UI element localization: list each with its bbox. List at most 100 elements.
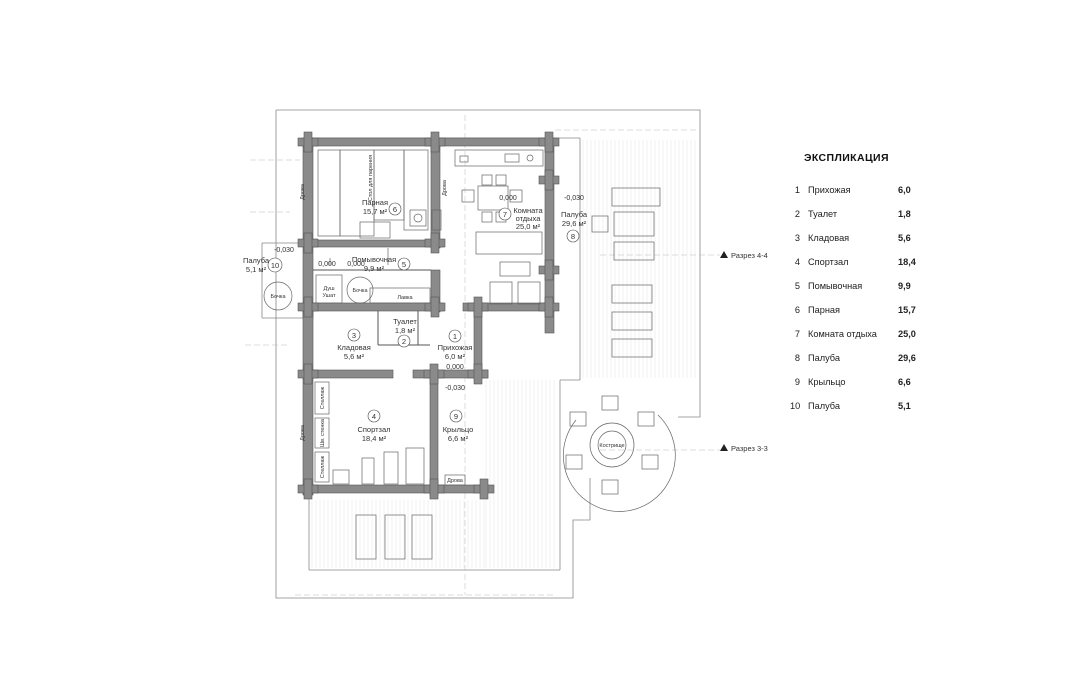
explication-area: 6,6: [898, 377, 911, 387]
komnata-num: 7: [503, 210, 507, 219]
stellazh-label-1: Стеллаж: [320, 386, 326, 409]
explication-area: 29,6: [898, 353, 916, 363]
explication-num: 8: [794, 353, 800, 363]
dush-label: Душ: [323, 286, 335, 292]
level-pomyv-a: 0,000: [318, 261, 336, 268]
deck-furniture: [591, 187, 661, 358]
deck-boards: [311, 140, 696, 568]
paluba8-num: 8: [571, 232, 575, 241]
paluba8-area: 29,6 м²: [562, 219, 587, 228]
kladovaya-num: 3: [352, 331, 356, 340]
prihozhaya-name: Прихожая: [438, 343, 473, 352]
explication-row: 5 Помывочная 9,9: [790, 274, 1020, 298]
shved-label: Шв. стенка: [320, 418, 326, 447]
explication-name: Палуба: [808, 401, 840, 411]
fixture-labels: Стол для парения Дрова Дрова Дрова Дрова…: [271, 155, 625, 484]
kladovaya-area: 5,6 м²: [344, 352, 365, 361]
tualet-num: 2: [402, 337, 406, 346]
bochka-label-2: Бочка: [353, 288, 369, 294]
explication-num: 4: [794, 257, 800, 267]
explication-row: 9 Крыльцо 6,6: [790, 370, 1020, 394]
krylco-num: 9: [454, 412, 458, 421]
section-labels: Разрез 4-4 Разрез 3-3: [731, 251, 768, 453]
explication-area: 5,1: [898, 401, 911, 411]
axis-lines: [245, 115, 720, 596]
krylco-name: Крыльцо: [443, 425, 474, 434]
komnata-name1: Комната: [513, 206, 543, 215]
drova-label-4: Дрова: [447, 478, 464, 484]
explication-area: 5,6: [898, 233, 911, 243]
explication-num: 5: [794, 281, 800, 291]
ushat-label: Ушат: [322, 293, 336, 299]
komnata-area: 25,0 м²: [516, 222, 541, 231]
razrez-3-3: Разрез 3-3: [731, 444, 768, 453]
explication-num: 6: [794, 305, 800, 315]
explication-name: Комната отдыха: [808, 329, 877, 339]
explication-name: Палуба: [808, 353, 840, 363]
explication-row: 1 Прихожая 6,0: [790, 178, 1020, 202]
room-number-circles: [267, 202, 580, 423]
stellazh-label-2: Стеллаж: [320, 455, 326, 478]
washroom-items: [263, 248, 431, 311]
explication-num: 7: [794, 329, 800, 339]
explication-num: 9: [794, 377, 800, 387]
walls: [302, 137, 555, 496]
level-komnata: 0,000: [499, 195, 517, 202]
parnaya-name: Парная: [362, 198, 388, 207]
gym-equipment: [314, 381, 466, 486]
drova-label-1: Дрова: [300, 183, 306, 200]
explication-name: Туалет: [808, 209, 838, 219]
paluba10-name: Палуба: [243, 256, 270, 265]
bochka-label-1: Бочка: [271, 294, 287, 300]
explication-area: 25,0: [898, 329, 916, 339]
explication-table: ЭКСПЛИКАЦИЯ 1 Прихожая 6,0 2 Туалет 1,8 3 Кладо…: [790, 152, 1020, 418]
kladovaya-name: Кладовая: [337, 343, 371, 352]
explication-name: Кладовая: [808, 233, 850, 243]
explication-row: 3 Кладовая 5,6: [790, 226, 1020, 250]
sauna-benches: [317, 149, 442, 239]
komnata-name2: отдыха: [516, 214, 542, 223]
explication-row: 8 Палуба 29,6: [790, 346, 1020, 370]
sportzal-num: 4: [372, 412, 376, 421]
explication-area: 6,0: [898, 185, 911, 195]
explication-title: ЭКСПЛИКАЦИЯ: [804, 152, 889, 164]
tualet-area: 1,8 м²: [395, 326, 416, 335]
explication-num: 3: [794, 233, 800, 243]
explication-name: Парная: [808, 305, 840, 315]
level-paluba10: -0,030: [274, 247, 294, 254]
explication-name: Прихожая: [808, 185, 851, 195]
krylco-area: 6,6 м²: [448, 434, 469, 443]
pomyv-area: 9,9 м²: [364, 264, 385, 273]
paluba10-area: 5,1 м²: [246, 265, 267, 274]
explication-area: 15,7: [898, 305, 916, 315]
level-prihozhaya: 0,000: [446, 364, 464, 371]
level-pomyv-b: 0,000: [347, 261, 365, 268]
explication-area: 18,4: [898, 257, 916, 267]
level-paluba8: -0,030: [564, 195, 584, 202]
room-labels: Парная 15,7 м² 6 Помывочная 9,9 м² 5 Ком…: [243, 198, 588, 443]
fire-pit: [562, 395, 676, 512]
explication-num: 1: [794, 185, 800, 195]
drova-label-3: Дрова: [300, 424, 306, 441]
explication-area: 9,9: [898, 281, 911, 291]
log-corners: [297, 131, 560, 500]
explication-num: 2: [794, 209, 800, 219]
tualet-name: Туалет: [393, 317, 417, 326]
razrez-4-4: Разрез 4-4: [731, 251, 768, 260]
parnaya-num: 6: [393, 205, 397, 214]
prihozhaya-num: 1: [453, 332, 457, 341]
kostrovische-label: Кострище: [599, 443, 624, 449]
sportzal-name: Спортзал: [357, 425, 390, 434]
explication-row: 6 Парная 15,7: [790, 298, 1020, 322]
explication-row: 7 Комната отдыха 25,0: [790, 322, 1020, 346]
explication-row: 2 Туалет 1,8: [790, 202, 1020, 226]
paluba8-name: Палуба: [561, 210, 588, 219]
lavka-label: Лавка: [397, 295, 413, 301]
explication-area: 1,8: [898, 209, 911, 219]
explication-name: Помывочная: [808, 281, 863, 291]
sportzal-area: 18,4 м²: [362, 434, 387, 443]
explication-name: Крыльцо: [808, 377, 846, 387]
